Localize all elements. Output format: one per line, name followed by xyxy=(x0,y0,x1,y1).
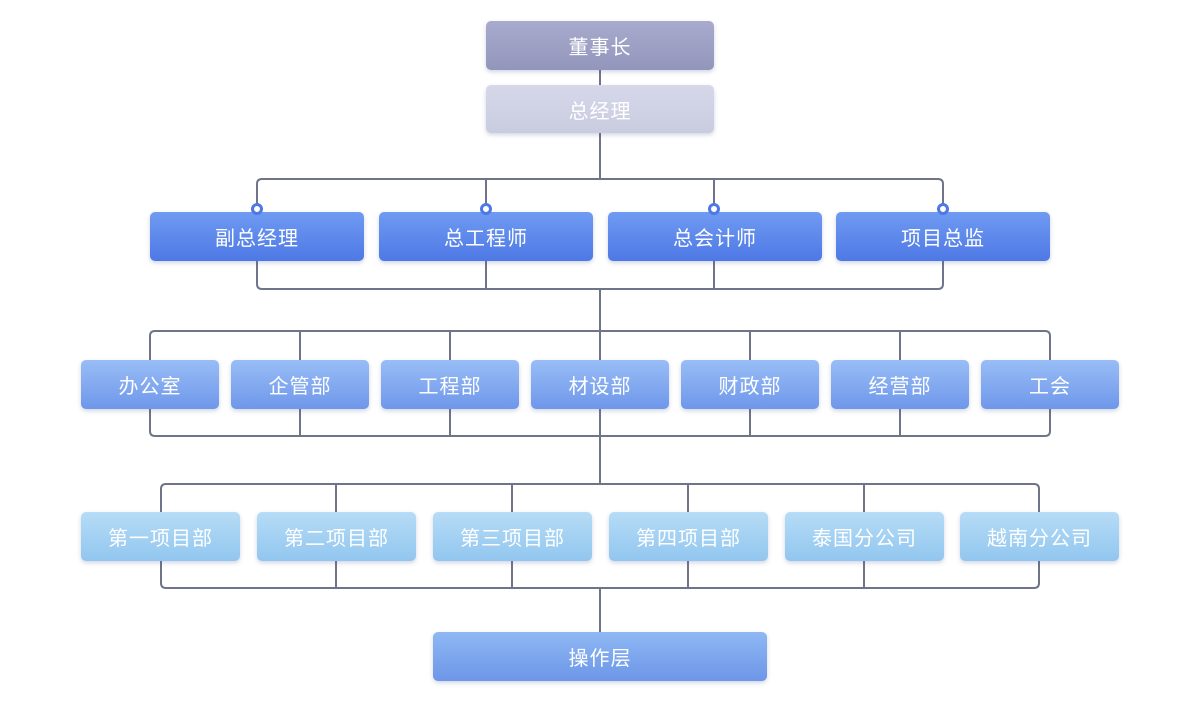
node-chief-engineer-label: 总工程师 xyxy=(444,226,528,250)
node-project-4: 第四项目部 xyxy=(609,512,768,561)
node-chief-accountant-label: 总会计师 xyxy=(673,226,757,250)
node-project-label: 越南分公司 xyxy=(987,526,1092,550)
node-dept-label: 企管部 xyxy=(268,374,332,398)
node-dept-office: 办公室 xyxy=(81,360,219,409)
node-dept-finance: 财政部 xyxy=(681,360,819,409)
node-project-3: 第三项目部 xyxy=(433,512,592,561)
node-deputy-gm: 副总经理 xyxy=(150,212,364,261)
node-project-director-label: 项目总监 xyxy=(901,226,985,250)
node-dept-union: 工会 xyxy=(981,360,1119,409)
node-dept-label: 经营部 xyxy=(868,374,932,398)
node-chairman-label: 董事长 xyxy=(568,35,632,59)
node-project-1: 第一项目部 xyxy=(81,512,240,561)
node-dept-label: 材设部 xyxy=(568,374,632,398)
node-dept-materials: 材设部 xyxy=(531,360,669,409)
connector-knob xyxy=(480,203,492,215)
connector-knob xyxy=(708,203,720,215)
node-dept-label: 办公室 xyxy=(118,374,182,398)
node-project-director: 项目总监 xyxy=(836,212,1050,261)
node-chief-engineer: 总工程师 xyxy=(379,212,593,261)
node-project-label: 第四项目部 xyxy=(636,526,741,550)
node-dept-label: 工会 xyxy=(1029,374,1071,398)
node-project-label: 第三项目部 xyxy=(460,526,565,550)
node-project-label: 泰国分公司 xyxy=(812,526,917,550)
node-dept-business: 经营部 xyxy=(831,360,969,409)
node-dept-enterprise-mgmt: 企管部 xyxy=(231,360,369,409)
node-project-label: 第二项目部 xyxy=(284,526,389,550)
node-project-2: 第二项目部 xyxy=(257,512,416,561)
node-dept-engineering: 工程部 xyxy=(381,360,519,409)
node-vietnam-branch: 越南分公司 xyxy=(960,512,1119,561)
node-general-manager-label: 总经理 xyxy=(568,98,632,123)
node-dept-label: 工程部 xyxy=(418,374,482,398)
node-chairman: 董事长 xyxy=(486,21,714,70)
node-operations: 操作层 xyxy=(433,632,767,681)
node-project-label: 第一项目部 xyxy=(108,526,213,550)
node-chief-accountant: 总会计师 xyxy=(608,212,822,261)
connector-knob xyxy=(251,203,263,215)
connector-knob xyxy=(937,203,949,215)
node-thailand-branch: 泰国分公司 xyxy=(785,512,944,561)
node-general-manager: 总经理 xyxy=(486,85,714,133)
node-deputy-gm-label: 副总经理 xyxy=(215,226,299,250)
node-operations-label: 操作层 xyxy=(568,646,632,670)
node-dept-label: 财政部 xyxy=(718,374,782,398)
